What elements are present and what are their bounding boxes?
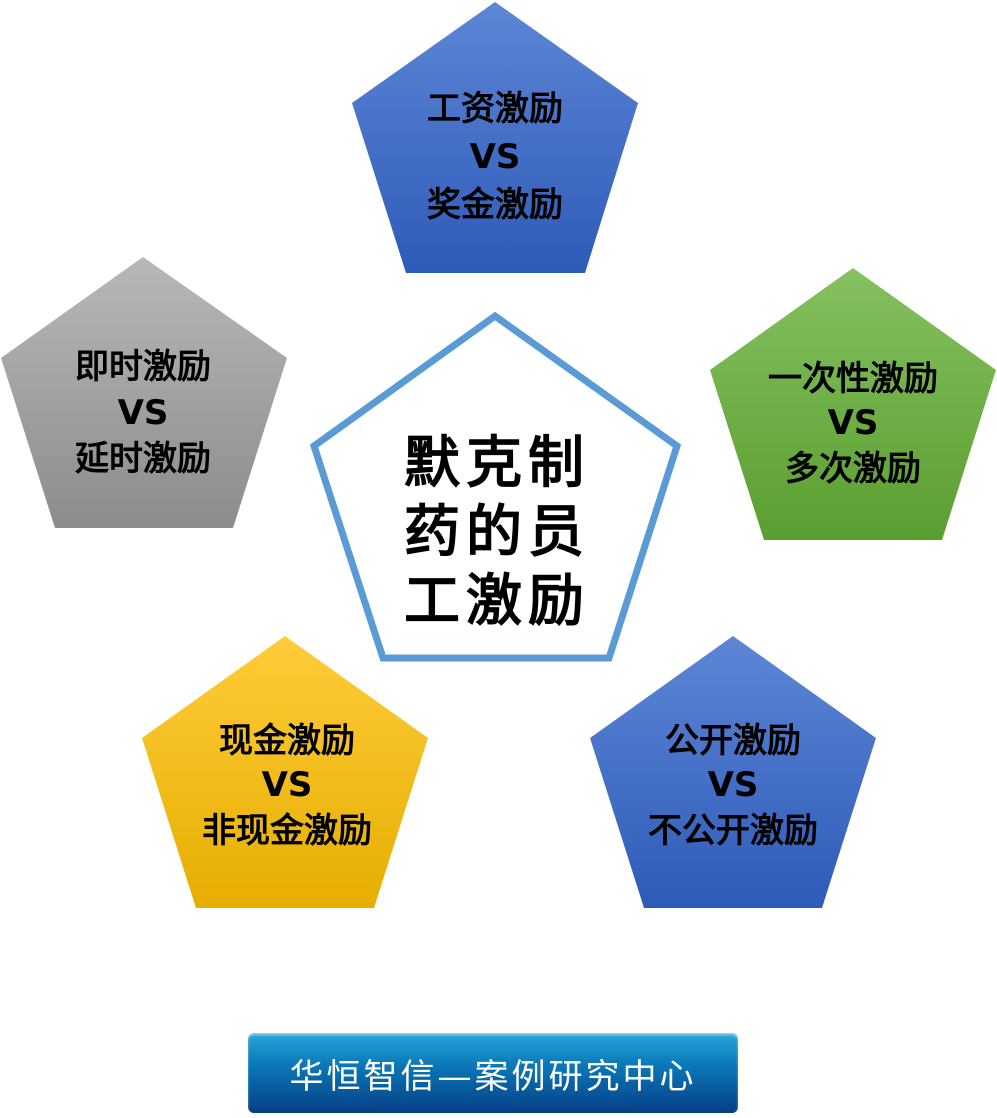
node-left-line3: 延时激励 xyxy=(75,439,211,479)
node-top-line1: 工资激励 xyxy=(427,89,563,129)
node-bottom-right-line3: 不公开激励 xyxy=(648,811,818,851)
node-left-line1: 即时激励 xyxy=(75,347,211,387)
node-left-line2: VS xyxy=(118,393,169,433)
center-line1: 默克制 xyxy=(404,431,590,496)
node-top-line2: VS xyxy=(470,137,521,177)
node-right-line2: VS xyxy=(828,403,879,443)
pentagon-left xyxy=(1,257,287,528)
node-bottom-left-line3: 非现金激励 xyxy=(202,811,372,851)
center-pentagon xyxy=(309,311,682,662)
pentagon-bottom-left xyxy=(142,636,428,908)
center-line3: 工激励 xyxy=(404,569,590,634)
node-bottom-right-line1: 公开激励 xyxy=(665,721,801,761)
node-bottom-right-line2: VS xyxy=(708,765,759,805)
node-bottom-left-line2: VS xyxy=(262,765,313,805)
footer-banner: 华恒智信—案例研究中心 xyxy=(248,1033,738,1113)
node-right-line3: 多次激励 xyxy=(785,449,921,489)
node-top-line3: 奖金激励 xyxy=(427,185,563,225)
node-right-line1: 一次性激励 xyxy=(768,359,938,399)
center-line2: 药的员 xyxy=(404,500,590,565)
node-bottom-left-line1: 现金激励 xyxy=(219,721,355,761)
pentagon-bottom-right xyxy=(590,636,876,908)
pentagon-top xyxy=(352,2,638,273)
pentagon-right xyxy=(710,268,996,540)
